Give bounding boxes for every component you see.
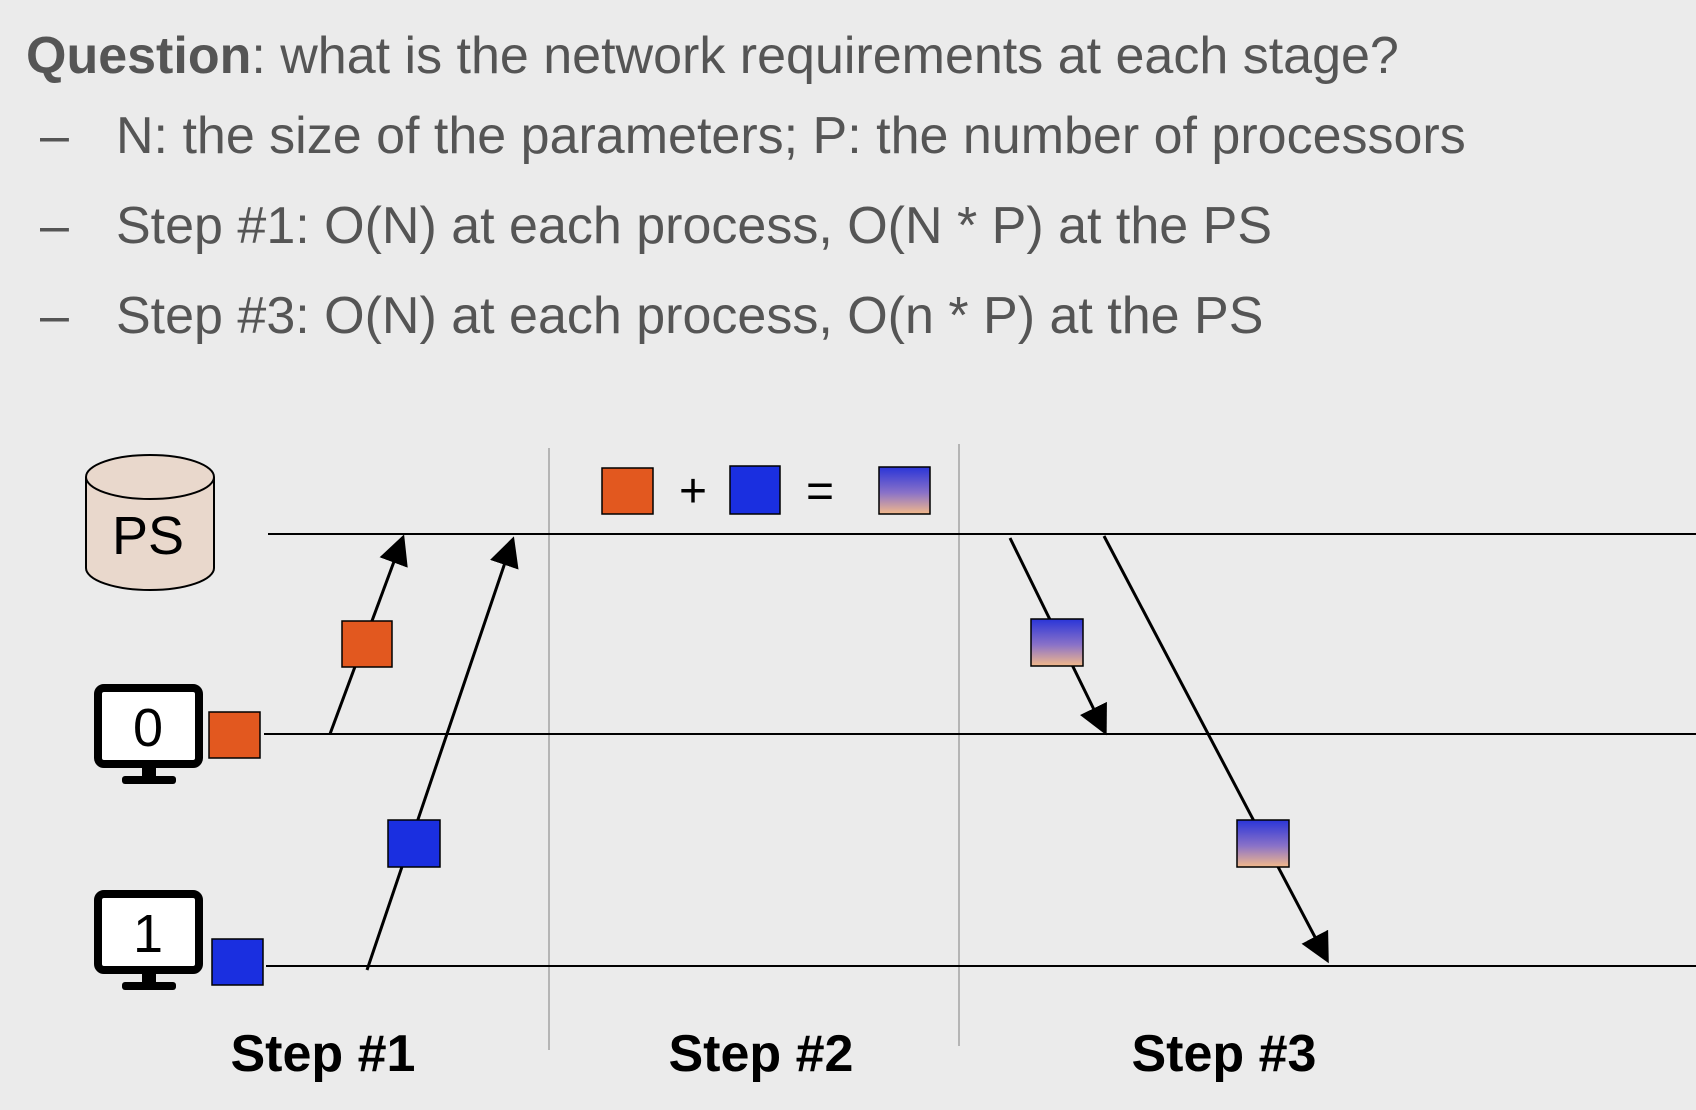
bullet-item: –Step #1: O(N) at each process, O(N * P)… bbox=[40, 194, 1272, 258]
ps-label: PS bbox=[112, 506, 184, 566]
blue-gradient-block bbox=[211, 938, 264, 986]
merged-gradient-in-transit bbox=[1236, 819, 1290, 868]
blue-gradient-block bbox=[729, 465, 781, 515]
monitor-icon bbox=[94, 890, 203, 990]
question-text: : what is the network requirements at ea… bbox=[251, 27, 1399, 85]
bullet-dash: – bbox=[40, 197, 69, 255]
merged-gradient-in-transit bbox=[1030, 618, 1084, 667]
bullet-item: –N: the size of the parameters; P: the n… bbox=[40, 104, 1466, 168]
plus-sign: + bbox=[679, 465, 707, 518]
equals-sign: = bbox=[806, 465, 834, 518]
worker1-label: 1 bbox=[133, 904, 163, 964]
orange-gradient-in-transit bbox=[341, 620, 393, 668]
step-label: Step #3 bbox=[1132, 1025, 1317, 1083]
question-label: Question bbox=[26, 27, 252, 85]
orange-gradient-block bbox=[208, 711, 261, 759]
bullet-item: –Step #3: O(N) at each process, O(n * P)… bbox=[40, 284, 1263, 348]
merged-gradient-block bbox=[878, 466, 931, 515]
question-line: Question: what is the network requiremen… bbox=[26, 24, 1399, 88]
bullet-text: Step #1: O(N) at each process, O(N * P) … bbox=[116, 197, 1273, 255]
step-label: Step #1 bbox=[231, 1025, 416, 1083]
pull-arrow-worker1 bbox=[1102, 535, 1329, 964]
bullet-text: Step #3: O(N) at each process, O(n * P) … bbox=[116, 287, 1264, 345]
ps-database-icon bbox=[85, 454, 215, 591]
bullet-dash: – bbox=[40, 287, 69, 345]
orange-gradient-block bbox=[601, 467, 654, 515]
step-label: Step #2 bbox=[669, 1025, 854, 1083]
monitor-icon bbox=[94, 684, 203, 784]
bullet-text: N: the size of the parameters; P: the nu… bbox=[116, 107, 1466, 165]
push-arrow-worker1 bbox=[365, 536, 519, 971]
worker0-label: 0 bbox=[133, 698, 163, 758]
bullet-dash: – bbox=[40, 107, 69, 165]
blue-gradient-in-transit bbox=[387, 819, 441, 868]
